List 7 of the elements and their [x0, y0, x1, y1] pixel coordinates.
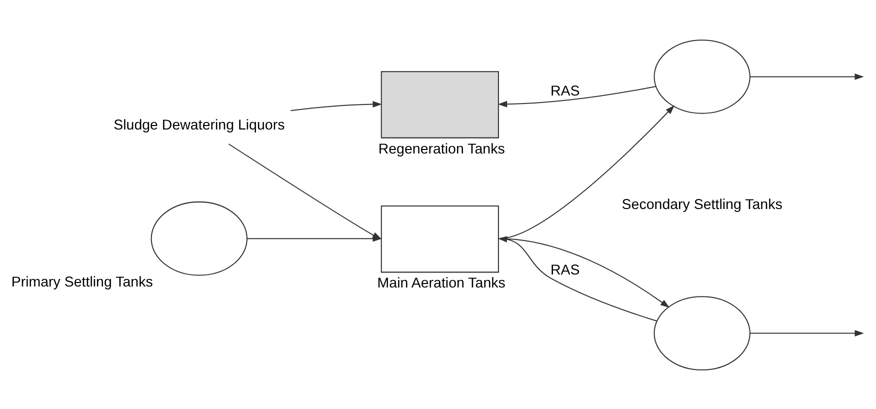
node-label: Main Aeration Tanks [377, 275, 506, 292]
edge-label: RAS [550, 82, 580, 99]
edge-label: RAS [550, 262, 580, 278]
node-label: Primary Settling Tanks [11, 274, 153, 290]
node-label: Regeneration Tanks [378, 140, 505, 157]
node-text: Sludge Dewatering Liquors [114, 116, 285, 133]
label: Secondary Settling Tanks [622, 196, 782, 212]
